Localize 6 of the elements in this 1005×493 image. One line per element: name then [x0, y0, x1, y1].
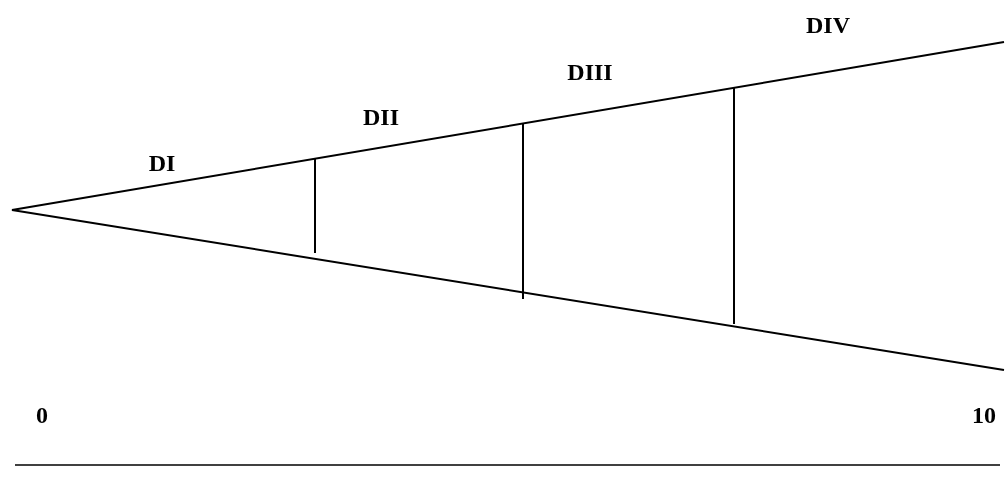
- zone-label: DIV: [806, 13, 850, 37]
- zone-label: DIII: [567, 60, 613, 84]
- zone-label: DI: [148, 151, 176, 175]
- zone-label: DII: [363, 105, 399, 129]
- scale-label: 0: [36, 403, 48, 427]
- scale-label: 10: [972, 403, 996, 427]
